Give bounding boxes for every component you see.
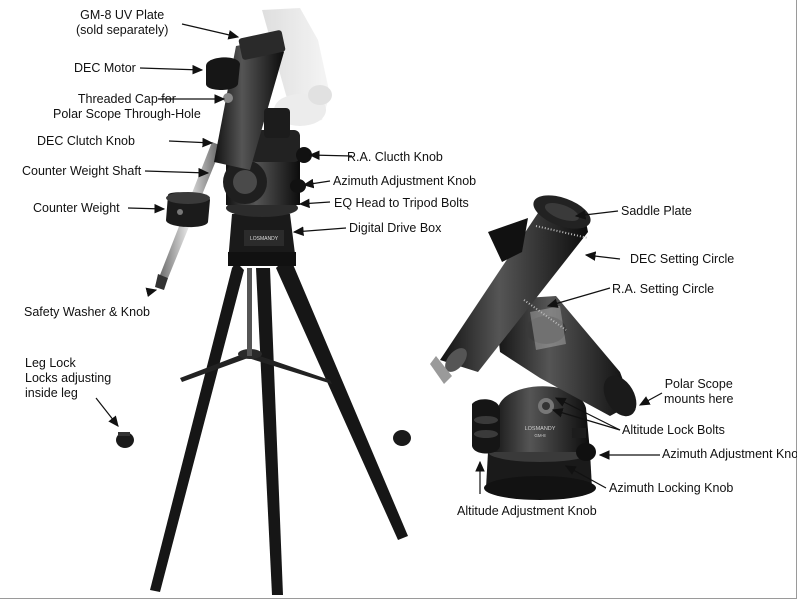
label-ra-circle: R.A. Setting Circle (612, 282, 715, 296)
label-leg-lock-line3: inside leg (25, 386, 78, 400)
label-counter-weight: Counter Weight (33, 201, 120, 215)
label-dec-motor: DEC Motor (74, 61, 136, 75)
label-alt-adj: Altitude Adjustment Knob (457, 504, 597, 518)
label-leg-lock-line2: Locks adjusting (25, 371, 112, 385)
label-azimuth-lock: Azimuth Locking Knob (609, 481, 734, 495)
label-ra-clutch: R.A. Clucth Knob (347, 150, 443, 164)
label-polar-scope-line2: mounts here (664, 392, 734, 406)
label-eq-head-bolts: EQ Head to Tripod Bolts (334, 196, 469, 210)
label-uv-plate-line2: (sold separately) (76, 23, 169, 37)
head-brand-1: LOSMANDY (525, 426, 556, 432)
label-dec-circle: DEC Setting Circle (630, 252, 735, 266)
label-uv-plate: GM-8 UV Plate (sold separately) (76, 8, 168, 38)
label-drive-box: Digital Drive Box (349, 221, 442, 235)
tripod-legs (116, 262, 411, 595)
label-leg-lock-line1: Leg Lock (25, 356, 76, 370)
label-dec-clutch: DEC Clutch Knob (37, 134, 135, 148)
label-azimuth-adj-right: Azimuth Adjustment Knob (662, 447, 797, 461)
leader-lines (95, 23, 663, 494)
label-leg-lock: Leg Lock Locks adjusting inside leg (25, 356, 111, 401)
head-brand-2: GM-8 (534, 433, 546, 438)
label-alt-lock: Altitude Lock Bolts (622, 423, 725, 437)
left-mount-photo: LOSMANDY (116, 8, 411, 595)
counterweight-assembly (155, 142, 222, 290)
label-uv-plate-line1: GM-8 UV Plate (80, 8, 165, 22)
label-safety-washer: Safety Washer & Knob (24, 305, 150, 319)
drive-box-brand: LOSMANDY (250, 236, 279, 242)
label-threaded-cap-line2: Polar Scope Through-Hole (53, 107, 201, 121)
right-base: LOSMANDY GM-8 (472, 386, 596, 500)
right-dec-tube (430, 195, 591, 384)
dec-axis (206, 30, 290, 170)
label-saddle-plate: Saddle Plate (621, 204, 692, 218)
label-threaded-cap: Threaded Cap for Polar Scope Through-Hol… (53, 92, 201, 122)
tripod-head: LOSMANDY (226, 199, 298, 266)
label-polar-scope-line1: Polar Scope (664, 377, 733, 391)
label-azimuth-adj-left: Azimuth Adjustment Knob (333, 174, 477, 188)
label-cw-shaft: Counter Weight Shaft (22, 164, 142, 178)
label-threaded-cap-line1: Threaded Cap for (77, 92, 176, 106)
label-polar-scope: Polar Scope mounts here (664, 377, 733, 407)
right-mount-photo: LOSMANDY GM-8 (430, 195, 637, 500)
